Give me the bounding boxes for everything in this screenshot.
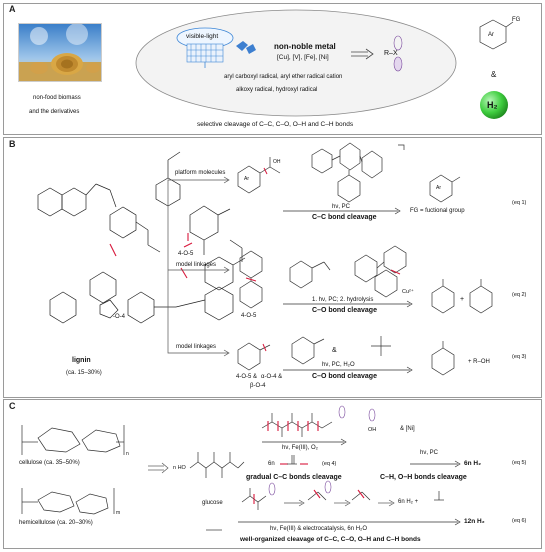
eq1-ar: Ar xyxy=(244,176,249,182)
eq2-plus: + xyxy=(460,296,465,303)
rx-label: R–X xyxy=(384,50,398,57)
hemicellulose-structure xyxy=(21,488,115,515)
eq1-fg-note: FG = fuctional group xyxy=(410,208,465,214)
selective-cleavage: selective cleavage of C–C, C–O, O–H and … xyxy=(197,121,354,128)
eq6-tag: (eq 6) xyxy=(512,518,527,524)
visible-light-lamp-icon xyxy=(176,27,234,68)
panel-a-label: A xyxy=(9,4,16,14)
lignin-content: (ca. 15–30%) xyxy=(66,370,102,376)
panel-a xyxy=(3,3,542,135)
lignin-label: lignin xyxy=(72,357,91,364)
eq2-tag: (eq 2) xyxy=(512,292,527,298)
eq1-product-ar: Ar xyxy=(436,185,441,191)
h2-label: H₂ xyxy=(487,100,498,110)
ar-label-a: Ar xyxy=(488,32,494,38)
eq6-red-marks xyxy=(253,489,365,504)
glucose-label: glucose xyxy=(202,500,223,506)
panel-c-convert-arrow xyxy=(148,462,169,474)
reaction-arrow-a xyxy=(351,48,374,60)
eq4-tag: (eq 4) xyxy=(322,461,337,467)
eq4-chain xyxy=(261,413,333,437)
eq3-sub3: β-O-4 xyxy=(250,383,266,389)
eq3-amp: & xyxy=(332,347,337,354)
eq1-tag: (eq 1) xyxy=(512,200,527,206)
eq4-6n: 6n xyxy=(268,461,275,467)
eq5-tag: (eq 5) xyxy=(512,460,527,466)
eq2-substrate-label: 4-O-5 xyxy=(241,313,257,319)
ar-fg-ring xyxy=(479,19,514,50)
eq5-condition: hν, PC xyxy=(420,450,439,456)
eq4-orbital-icon xyxy=(338,405,346,419)
eq5-title: C–H, O–H bonds cleavage xyxy=(380,474,467,481)
cellulose-n: n xyxy=(126,451,129,457)
eq6-condition: hν, Fe(III) & electrocatalysis, 6n H₂O xyxy=(270,526,368,532)
eq2-red-marks xyxy=(245,269,401,282)
eq6-mid: 6n H₂ + xyxy=(398,499,419,505)
visible-light-label: visible-light xyxy=(186,33,219,40)
eq3-sub2: α-O-4 & xyxy=(261,374,283,380)
cellulose-label: cellulose (ca. 35–50%) xyxy=(19,460,80,466)
biomass-label-line2: and the derivatives xyxy=(29,109,80,115)
eq5-product: 6n H₂ xyxy=(464,460,481,467)
panel-b xyxy=(3,137,542,398)
branch-model-2: model linkages xyxy=(176,344,217,350)
h2-sphere xyxy=(480,91,508,119)
eq4-condition: hν, Fe(III), O₂ xyxy=(282,445,318,451)
cellulose-structure xyxy=(21,425,125,455)
eq4-formate xyxy=(287,455,297,465)
eq4-title: gradual C–C bonds cleavage xyxy=(246,474,342,481)
eq1-red-marks xyxy=(263,167,268,175)
radicals-line1: aryl carboxyl radical, aryl ether radica… xyxy=(224,74,343,80)
glucose-structure xyxy=(189,452,245,531)
eq1-structures xyxy=(237,142,461,203)
metal-list: [Cu], [V], [Fe], [Ni] xyxy=(277,54,329,61)
metal-title: non-noble metal xyxy=(274,42,336,51)
eq4-red-marks xyxy=(267,421,319,465)
eq3-structures xyxy=(237,336,455,376)
amp-a: & xyxy=(491,70,497,79)
eq1-oh: OH xyxy=(273,159,281,165)
branch-platform: platform molecules xyxy=(175,170,226,176)
hemicellulose-label: hemicellulose (ca. 20–30%) xyxy=(19,520,93,526)
eq2-condition: 1. hν, PC; 2. hydrolysis xyxy=(312,297,374,303)
eq3-tag: (eq 3) xyxy=(512,354,527,360)
eq5-ni: & [Ni] xyxy=(400,426,415,432)
eq1-condition: hν, PC xyxy=(332,204,351,210)
orbital-lobes xyxy=(393,35,403,72)
hemicellulose-m: m xyxy=(116,510,121,516)
eq3-condition: hν, PC, H₂O xyxy=(322,362,355,368)
lignin-linkage-405: 4-O-5 xyxy=(178,251,194,257)
eq3-red-marks xyxy=(262,343,267,352)
panel-c xyxy=(3,399,542,549)
eq5-orbital-icon xyxy=(368,408,376,422)
eq6-orbital-icon-2 xyxy=(324,480,332,494)
eq2-title: C–O bond cleavage xyxy=(312,307,377,314)
eq3-roh: + R–OH xyxy=(468,359,490,365)
eq3-title: C–O bond cleavage xyxy=(312,373,377,380)
eq6-step-arrows xyxy=(284,499,395,507)
radicals-line2: alkoxy radical, hydroxyl radical xyxy=(236,87,318,93)
biomass-photo xyxy=(18,23,102,82)
panel-b-branch-arrows xyxy=(167,176,230,357)
fg-label-a: FG xyxy=(512,17,521,23)
eq5-oh: OH xyxy=(368,427,377,433)
lignin-structure xyxy=(37,151,246,324)
glucose-n-ho: n HO xyxy=(173,465,186,471)
panel-b-label: B xyxy=(9,139,16,149)
panel-c-label: C xyxy=(9,401,16,411)
eq6-title: well-organized cleavage of C–C, C–O, O–H… xyxy=(240,536,421,543)
branch-model-1: model linkages xyxy=(176,262,217,268)
eq3-sub1: 4-O-5 & xyxy=(236,374,258,380)
biomass-label-line1: non-food biomass xyxy=(33,95,81,101)
eq6-product: 12n H₂ xyxy=(464,518,485,525)
eq2-structures xyxy=(239,245,493,314)
handshake-icon xyxy=(236,41,256,54)
eq6-orbital-icon-1 xyxy=(268,482,276,496)
eq1-title: C–C bond cleavage xyxy=(312,214,377,221)
eq2-cu: Cu²⁺ xyxy=(402,289,414,295)
lignin-linkage-o4: -O-4 xyxy=(113,314,125,320)
